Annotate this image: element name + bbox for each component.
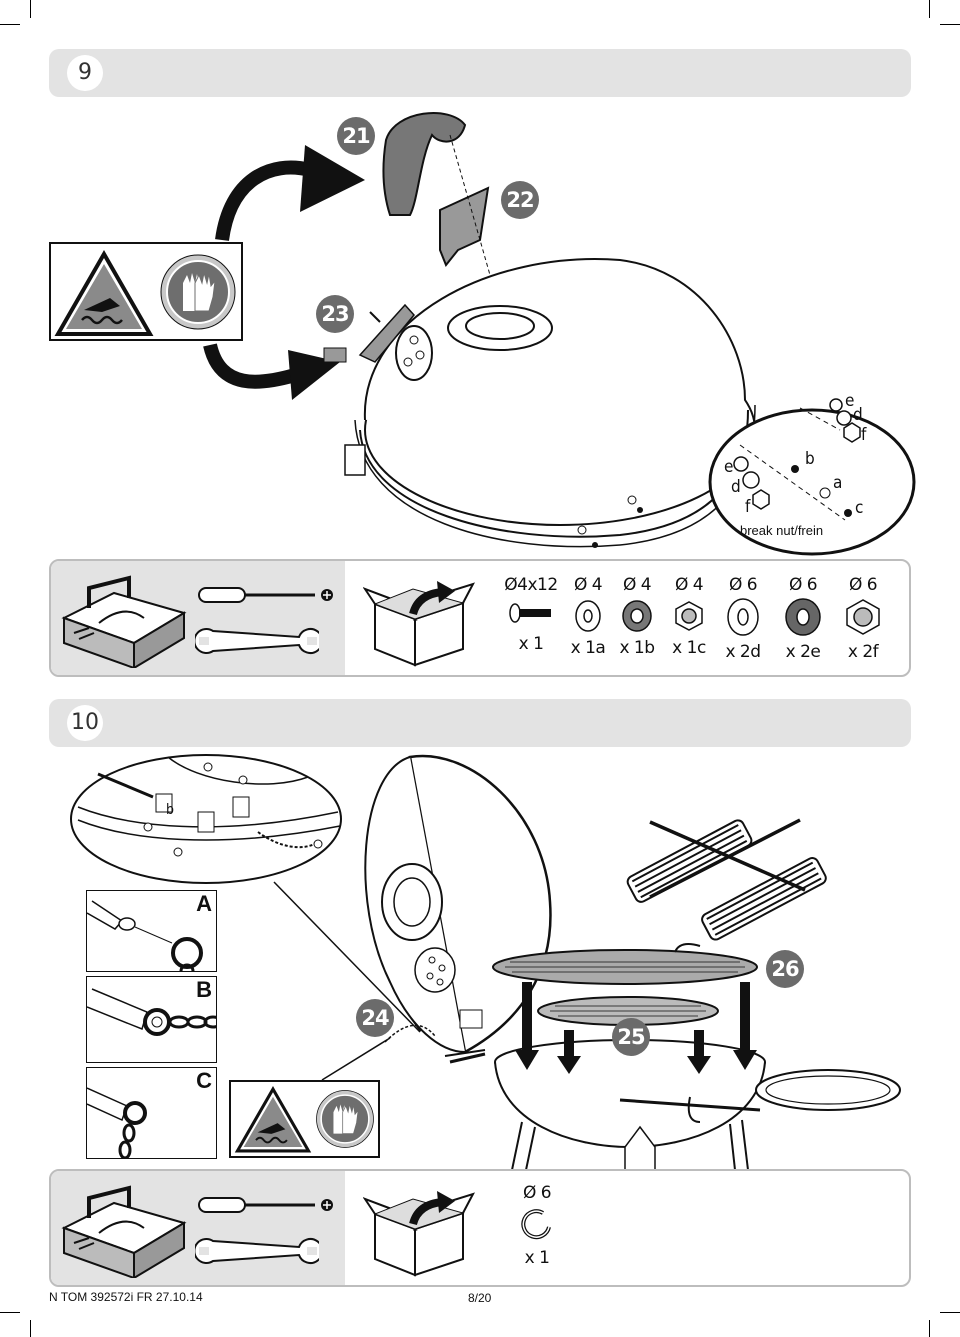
detail-label-d-left: d — [731, 477, 741, 497]
step-10-hardware-panel: Ø 6 x 1 — [49, 1169, 911, 1287]
part-1b-spring-washer: Ø 4 x 1b — [619, 575, 655, 658]
detail-label-f-top: f — [861, 425, 867, 445]
part-1c-nut: Ø 4 x 1c — [672, 575, 706, 658]
detail-label-d-top: d — [853, 405, 863, 425]
crop-mark — [30, 0, 31, 18]
warning-box — [49, 242, 243, 341]
crop-mark — [0, 24, 20, 25]
crop-mark — [940, 24, 960, 25]
chain-end-detail-a — [87, 900, 203, 971]
view-box-b: B — [86, 976, 217, 1063]
view-label: B — [196, 977, 212, 1002]
wear-gloves-icon — [160, 254, 236, 330]
warning-box — [229, 1080, 380, 1158]
detail-label-b: b — [166, 802, 174, 818]
callout-24: 24 — [356, 999, 394, 1037]
crop-mark — [30, 1320, 31, 1337]
screw-icon — [509, 603, 551, 623]
lock-washer-icon — [622, 600, 652, 632]
detail-label-f-left: f — [745, 497, 751, 517]
part-1-screw: Ø4x12 x 1 — [504, 575, 558, 654]
detail-label-a: a — [833, 473, 843, 493]
toolbox-icon — [61, 1185, 187, 1278]
callout-26: 26 — [766, 950, 804, 988]
view-box-c: C — [86, 1067, 217, 1159]
hot-surface-warning-icon — [54, 250, 154, 336]
phillips-screwdriver-icon — [198, 1197, 333, 1213]
chain-end-detail-b — [87, 988, 216, 1036]
nut-icon — [846, 599, 880, 635]
tools-area — [51, 561, 345, 675]
crop-mark — [929, 1320, 930, 1337]
hinge-detail-illustration — [70, 754, 342, 884]
hot-surface-warning-icon — [234, 1086, 312, 1153]
callout-22: 22 — [501, 181, 539, 219]
phillips-screwdriver-icon — [198, 587, 333, 603]
washer-icon — [575, 600, 601, 632]
wear-gloves-icon — [316, 1090, 374, 1148]
page-number: 8/20 — [468, 1291, 492, 1305]
crop-mark — [929, 0, 930, 18]
part-1a-washer: Ø 4 x 1a — [570, 575, 606, 658]
view-label: C — [196, 1068, 212, 1093]
wrench-icon — [195, 1238, 319, 1264]
tools-area — [51, 1171, 345, 1285]
step-9-hardware-panel: Ø4x12 x 1 Ø 4 x 1a Ø 4 x 1b Ø 4 x 1c Ø 6 — [49, 559, 911, 677]
callout-21: 21 — [337, 117, 375, 155]
wrench-icon — [195, 628, 319, 654]
open-box-icon — [363, 581, 475, 667]
callout-25: 25 — [612, 1018, 650, 1056]
step-number: 9 — [67, 55, 103, 91]
detail-label-e-top: e — [845, 391, 855, 411]
detail-label-e-left: e — [724, 457, 734, 477]
lock-washer-icon — [785, 598, 821, 636]
document-reference: N TOM 392572i FR 27.10.14 — [49, 1290, 203, 1304]
open-box-icon — [363, 1191, 475, 1277]
view-label: A — [196, 891, 212, 916]
detail-label-b: b — [805, 449, 815, 469]
step-9-header: 9 — [49, 49, 911, 97]
crop-mark — [940, 1312, 960, 1313]
chain-end-detail-c — [87, 1087, 147, 1158]
part-2e-spring-washer: Ø 6 x 2e — [771, 575, 835, 662]
break-nut-note: break nut/frein — [740, 523, 824, 538]
step-10-header: 10 — [49, 699, 911, 747]
grill-assembly-illustration — [273, 754, 901, 1170]
detail-label-c: c — [855, 498, 864, 518]
lid-assembly-illustration — [203, 112, 916, 556]
callout-23: 23 — [316, 295, 354, 333]
part-2f-nut: Ø 6 x 2f — [831, 575, 895, 662]
toolbox-icon — [61, 575, 187, 668]
step-number: 10 — [67, 705, 103, 741]
warning-pointer-line — [321, 1037, 391, 1081]
washer-icon — [727, 598, 759, 636]
part-2d-washer: Ø 6 x 2d — [725, 575, 761, 662]
part-clip-ring: Ø 6 x 1 — [505, 1183, 569, 1268]
nut-icon — [675, 601, 703, 631]
view-box-a: A — [86, 890, 217, 972]
crop-mark — [0, 1312, 20, 1313]
clip-ring-icon — [521, 1209, 551, 1240]
